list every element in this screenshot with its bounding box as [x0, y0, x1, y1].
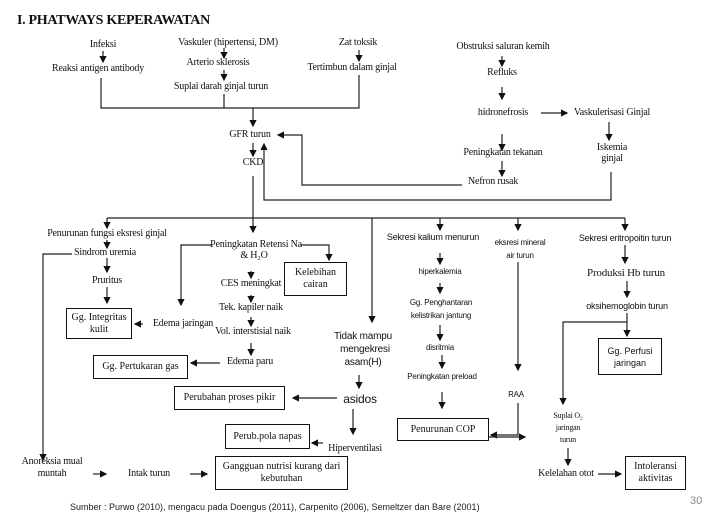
node-hiperkalemia: hiperkalemia	[418, 267, 462, 276]
source-citation: Sumber : Purwo (2010), mengacu pada Doen…	[70, 502, 480, 512]
page-number: 30	[690, 495, 703, 507]
node-oksihemoglobin: oksihemoglobin turun	[586, 301, 668, 311]
node-hidronefrosis: hidronefrosis	[477, 107, 529, 118]
node-anoreksia: Anoreksia mual	[21, 456, 83, 467]
node-nefron-rusak: Nefron rusak	[467, 176, 519, 187]
node-ckd: CKD	[242, 157, 264, 168]
node-arterio: Arterio sklerosis	[186, 57, 250, 68]
node-penghantaran-2: kelistrikan jantung	[410, 311, 472, 320]
node-asidos: asidos	[343, 392, 377, 406]
node-peningkatan-tekanan: Peningkatan tekanan	[463, 147, 543, 158]
node-eksresi-mineral-2: air turun	[506, 251, 534, 260]
node-pruritus: Pruritus	[91, 275, 123, 286]
node-hiperventilasi: Hiperventilasi	[328, 443, 382, 454]
diagnosis-box-pola-napas: Perub.pola napas	[225, 424, 310, 449]
page-title: I. PHATWAYS KEPERAWATAN	[17, 13, 210, 28]
diagnosis-box-integritas: Gg. Integritas kulit	[66, 308, 132, 339]
node-reaksi: Reaksi antigen antibody	[51, 63, 145, 74]
node-infeksi: Infeksi	[89, 39, 117, 50]
node-edema-paru: Edema paru	[226, 356, 274, 367]
diagnosis-box-intoleransi: Intoleransi aktivitas	[625, 456, 686, 490]
node-eksresi-mineral: eksresi mineral	[494, 238, 546, 247]
node-kelelahan: Kelelahan otot	[538, 468, 594, 479]
diagnosis-box-proses-pikir: Perubahan proses pikir	[174, 386, 285, 410]
node-vaskulerisasi: Vaskulerisasi Ginjal	[573, 107, 651, 118]
node-tidak-mampu-2: mengekresi	[340, 344, 390, 355]
node-retensi-2: & H₂O	[240, 250, 268, 261]
node-intak: Intak turun	[128, 468, 170, 479]
node-sekresi-kalium: Sekresi kalium menurun	[386, 232, 480, 242]
node-disritmia: disritmia	[426, 343, 454, 352]
node-suplai-o2-3: turun	[560, 435, 576, 444]
node-vol-interstisial: Vol. interstisial naik	[215, 326, 291, 337]
node-penghantaran: Gg. Penghantaran	[409, 298, 473, 307]
node-obstruksi: Obstruksi saluran kemih	[456, 41, 550, 52]
node-tidak-mampu-3: asam(H)	[344, 357, 382, 368]
diagnosis-box-kelebihan: Kelebihan cairan	[284, 262, 347, 296]
diagnosis-box-cop: Penurunan COP	[397, 418, 489, 441]
node-refluks: Refluks	[487, 67, 517, 78]
node-anoreksia-2: muntah	[37, 468, 67, 479]
node-iskemia-2: ginjal	[601, 153, 623, 164]
node-sindrom: Sindrom uremia	[74, 247, 136, 258]
diagnosis-box-perfusi: Gg. Perfusi jaringan	[598, 338, 662, 375]
node-ces: CES meningkat	[220, 278, 282, 289]
diagnosis-box-pertukaran: Gg. Pertukaran gas	[93, 355, 188, 379]
node-preload: Peningkatan preload	[407, 372, 477, 381]
node-suplai-o2: Suplai O₂	[553, 411, 583, 420]
node-produksi-hb: Produksi Hb turun	[587, 267, 665, 279]
node-edema-jaringan: Edema jaringan	[152, 318, 214, 329]
diagnosis-box-nutrisi: Gangguan nutrisi kurang dari kebutuhan	[215, 456, 348, 490]
node-penurunan-fungsi: Penurunan fungsi eksresi ginjal	[47, 228, 167, 239]
node-gfr: GFR turun	[229, 129, 271, 140]
node-suplai-darah: Suplai darah ginjal turun	[173, 81, 269, 92]
node-tek-kapiler: Tek. kapiler naik	[219, 302, 283, 313]
node-zat-toksik: Zat toksik	[338, 37, 378, 48]
node-iskemia: Iskemia	[596, 142, 628, 153]
node-vaskuler: Vaskuler (hipertensi, DM)	[178, 37, 278, 48]
node-eritropoitin: Sekresi eritropoitin turun	[578, 233, 672, 243]
node-suplai-o2-2: jaringan	[555, 423, 581, 432]
node-tertimbun: Tertimbun dalam ginjal	[307, 62, 397, 73]
node-tidak-mampu: Tidak mampu	[333, 331, 393, 342]
node-retensi: Peningkatan Retensi Na	[210, 239, 302, 250]
node-raa: RAA	[508, 390, 524, 399]
